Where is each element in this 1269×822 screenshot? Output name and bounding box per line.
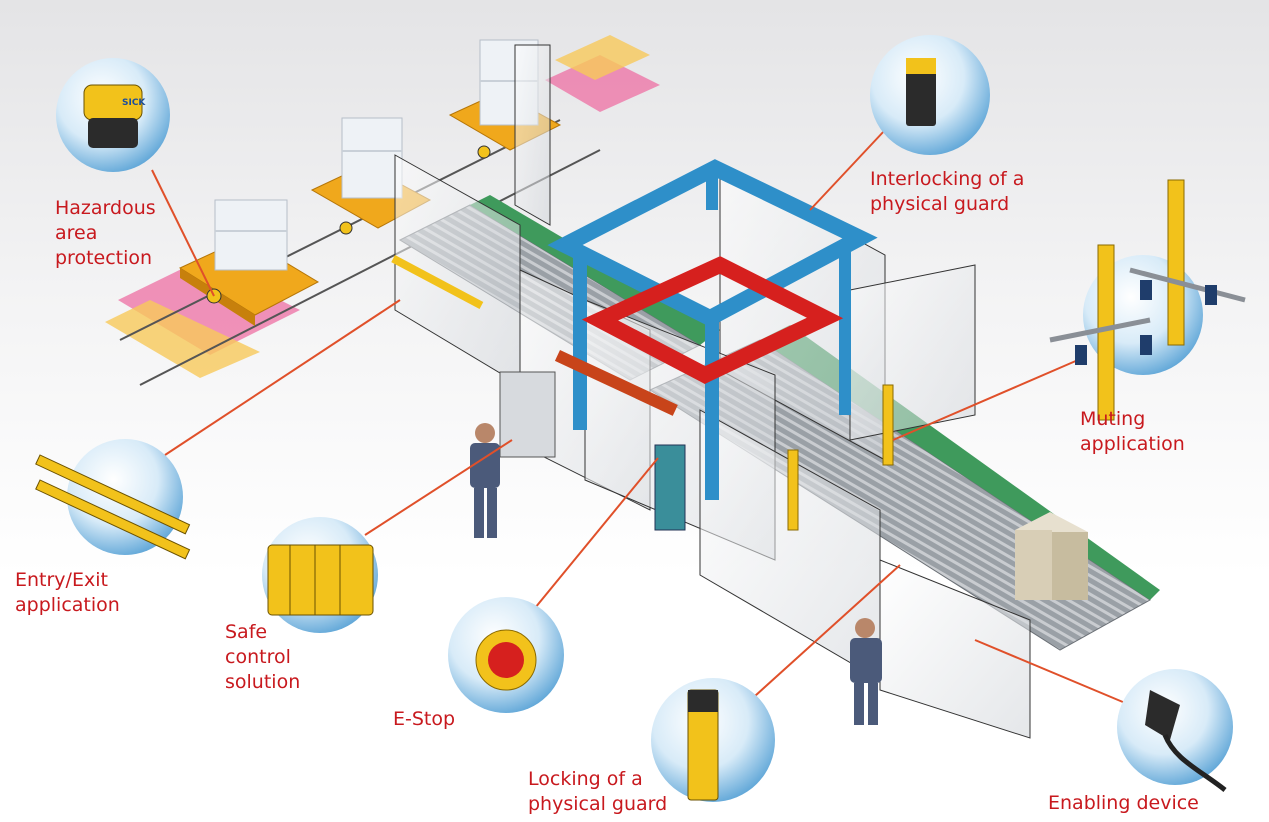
leader-enabling — [974, 639, 1131, 706]
agv-pallet-1 — [178, 199, 320, 326]
glass-panel-right — [849, 264, 976, 441]
label-entry-exit: Entry/Exit application — [15, 569, 120, 616]
muting-column-machine-2 — [787, 449, 799, 531]
leader-safe-control — [364, 439, 513, 536]
label-estop: E-Stop — [393, 708, 456, 730]
safety-controller-icon — [267, 544, 374, 616]
control-panel-stand — [654, 444, 686, 531]
bubble-enabling-device — [1117, 669, 1233, 792]
yellow-zone-left — [105, 300, 260, 378]
bubble-estop — [448, 597, 564, 713]
worker-right — [850, 618, 882, 725]
leader-interlocking — [809, 129, 886, 211]
photoelectric-sensor-icon — [1140, 280, 1152, 300]
muting-column-machine — [882, 384, 894, 466]
conveyor-side-green-2 — [470, 195, 720, 345]
label-interlocking-guard: Interlocking of a physical guard — [870, 168, 1025, 215]
interlock-switch-icon — [906, 58, 936, 126]
leader-muting — [892, 359, 1079, 441]
yellow-zone-top — [555, 35, 650, 80]
bubble-laser-scanner: SICK — [56, 58, 170, 172]
ring-rail — [554, 350, 678, 416]
bubble-interlock-switch — [870, 35, 990, 155]
leader-hazardous — [151, 169, 215, 297]
label-enabling-device: Enabling device — [1048, 792, 1199, 814]
pink-zone-left — [118, 260, 300, 355]
label-hazardous-area: Hazardous area protection — [55, 197, 156, 269]
rotary-ring — [581, 256, 844, 384]
glass-panel-rear — [514, 44, 551, 226]
label-locking-guard: Locking of a physical guard — [528, 768, 668, 815]
worker-left — [470, 423, 500, 538]
label-safe-control: Safe control solution — [225, 621, 301, 693]
muting-column-icon-1 — [1097, 244, 1115, 421]
scanner-logo: SICK — [122, 98, 146, 108]
leader-locking — [744, 564, 901, 706]
bubble-muting-sensors — [1049, 179, 1246, 421]
control-cabinet — [499, 371, 556, 458]
enabling-device-icon — [1145, 690, 1180, 740]
bubble-locking-switch — [651, 678, 775, 802]
bubble-light-curtain — [35, 439, 191, 560]
leader-estop — [534, 457, 659, 609]
muting-column-icon-2 — [1167, 179, 1185, 346]
leader-lines — [151, 129, 1131, 706]
leader-entry — [164, 299, 401, 456]
finished-pallet — [1015, 512, 1088, 600]
bubble-safety-controller — [262, 517, 378, 633]
entry-light-curtain-machine — [391, 255, 484, 310]
light-curtain-icon — [35, 454, 191, 535]
label-muting: Muting application — [1080, 408, 1185, 455]
